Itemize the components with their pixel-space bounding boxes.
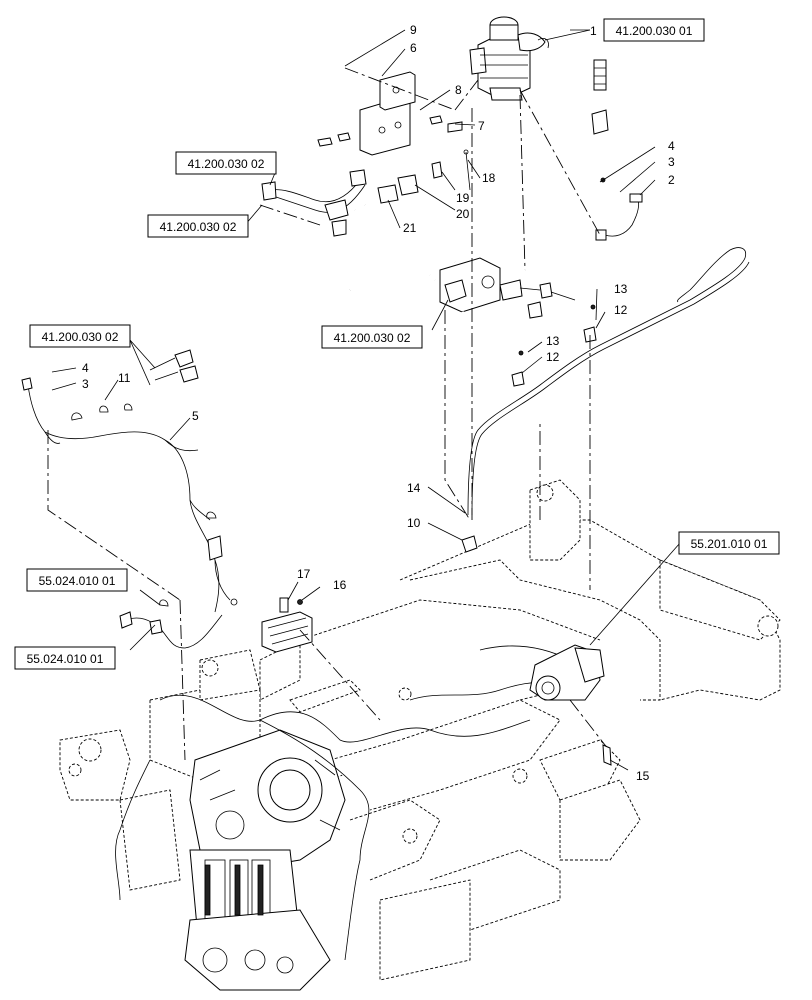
leader-lines [51,29,681,771]
callout-13: 13 [546,334,560,348]
svg-text:55.201.010 01: 55.201.010 01 [691,537,768,551]
reference-boxes: 41.200.030 01 41.200.030 02 41.200.030 0… [14,18,780,670]
callout-3: 3 [668,155,675,169]
callout-7: 7 [478,119,485,133]
callout-4: 4 [82,361,89,375]
callout-numbers: 1 9 6 8 7 4 3 2 18 19 20 21 13 12 13 12 … [82,23,675,783]
ref-box-41-200-030-02-a[interactable]: 41.200.030 02 [175,151,277,175]
harness-55-024 [119,599,223,649]
ref-box-41-200-030-02-b[interactable]: 41.200.030 02 [147,214,249,238]
callout-2: 2 [668,173,675,187]
callout-6: 6 [410,41,417,55]
callout-14: 14 [407,481,421,495]
callout-9: 9 [410,23,417,37]
harness-item-5 [21,377,238,613]
callout-4: 4 [668,139,675,153]
callout-21: 21 [403,221,417,235]
callout-19: 19 [456,191,470,205]
phantom-lines [47,67,601,761]
transmission-assembly [184,729,346,991]
relay-module [261,597,313,653]
ref-box-41-200-030-02-c[interactable]: 41.200.030 02 [321,325,423,349]
callout-18: 18 [482,171,496,185]
ref-box-55-024-010-01-b[interactable]: 55.024.010 01 [14,646,116,670]
callout-20: 20 [456,207,470,221]
right-motor [529,644,612,766]
ref-box-41-200-030-02-d[interactable]: 41.200.030 02 [29,324,131,348]
svg-text:41.200.030 02: 41.200.030 02 [42,330,119,344]
svg-text:55.024.010 01: 55.024.010 01 [39,574,116,588]
callout-17: 17 [297,567,311,581]
callout-8: 8 [455,83,462,97]
hose-clamps [377,149,471,204]
chassis-frame [59,479,781,981]
callout-16: 16 [333,578,347,592]
callout-5: 5 [192,409,199,423]
svg-text:41.200.030 01: 41.200.030 01 [616,24,693,38]
ref-box-55-024-010-01-a[interactable]: 55.024.010 01 [26,568,128,592]
callout-11: 11 [118,371,131,385]
svg-text:41.200.030 02: 41.200.030 02 [334,331,411,345]
callout-13: 13 [614,282,628,296]
callout-12: 12 [614,303,628,317]
frame-harness [115,645,571,961]
svg-text:41.200.030 02: 41.200.030 02 [160,220,237,234]
svg-text:55.024.010 01: 55.024.010 01 [27,652,104,666]
callout-12: 12 [546,350,560,364]
pump-motor [469,16,549,101]
callout-3: 3 [82,377,89,391]
svg-text:41.200.030 02: 41.200.030 02 [188,157,265,171]
mount-bracket [317,71,463,156]
valve-block [439,257,576,335]
callout-15: 15 [636,769,650,783]
battery-cable [461,247,750,553]
ref-box-41-200-030-01[interactable]: 41.200.030 01 [603,18,705,42]
callout-10: 10 [407,516,421,530]
ref-box-55-201-010-01[interactable]: 55.201.010 01 [678,531,780,555]
main-hose-bundle [149,169,456,383]
ground-cable [595,177,643,241]
callout-1: 1 [590,24,597,38]
